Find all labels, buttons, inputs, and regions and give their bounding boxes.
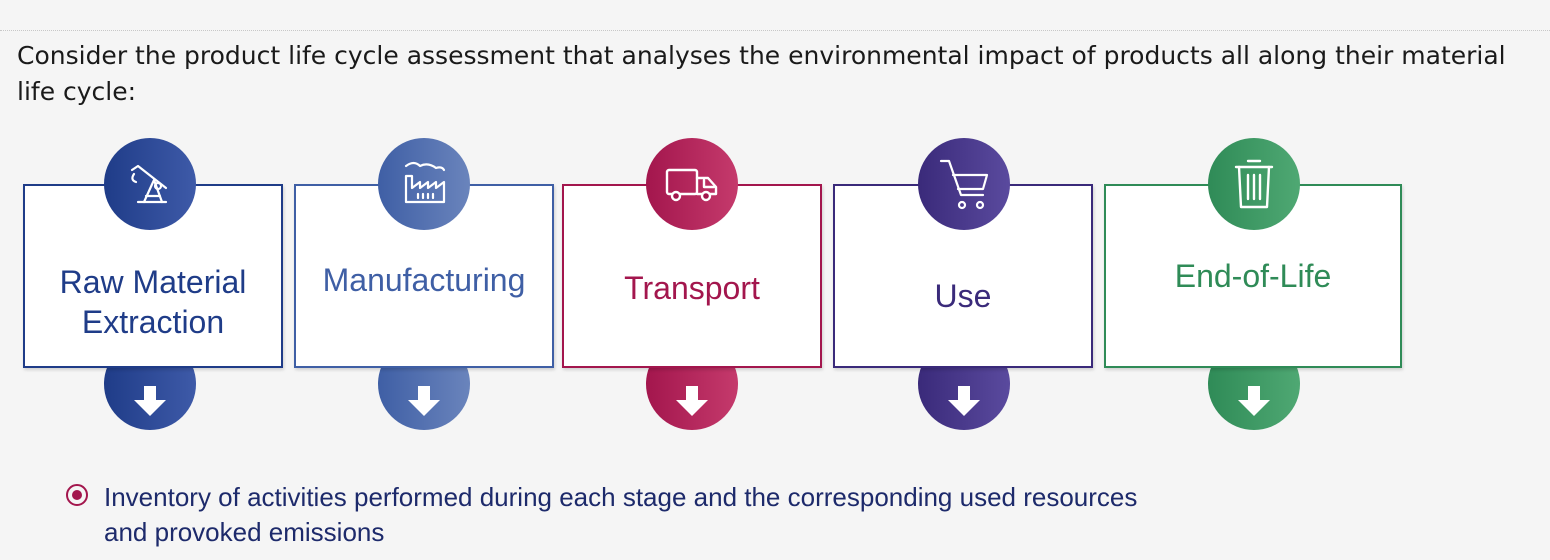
stage-end-of-life-circle [1208,138,1300,230]
stage-label-line: Use [934,278,992,314]
down-arrow-icon [672,382,712,422]
down-arrow-icon [944,382,984,422]
stage-manufacturing-label: Manufacturing [296,260,552,300]
oil-pump-icon [124,158,176,210]
shopping-cart-icon [935,155,993,213]
inventory-note: Inventory of activities performed during… [104,480,1304,550]
stage-use-label: Use [835,276,1091,316]
stage-manufacturing-circle [378,138,470,230]
stage-transport-circle [646,138,738,230]
down-arrow-icon [404,382,444,422]
radio-bullet-icon [66,484,88,506]
down-arrow-icon [130,382,170,422]
stage-end-of-life-box: End-of-Life [1104,184,1402,368]
stage-label-line: Extraction [81,304,225,340]
stage-transport-label: Transport [564,268,820,308]
inventory-note-line-2: and provoked emissions [104,517,385,547]
stage-end-of-life-label: End-of-Life [1106,256,1400,296]
stage-use-circle [918,138,1010,230]
question-text: Consider the product life cycle assessme… [17,41,1506,106]
stage-label-line: Raw Material [59,264,247,300]
stage-raw-material-extraction-circle [104,138,196,230]
trash-can-icon [1228,155,1280,213]
stage-label-line: Transport [624,270,760,306]
truck-icon [662,160,722,208]
inventory-note-line-1: Inventory of activities performed during… [104,482,1138,512]
stage-label-line: End-of-Life [1174,258,1332,294]
top-divider [0,30,1550,31]
stage-label-line: Manufacturing [322,262,526,298]
down-arrow-icon [1234,382,1274,422]
factory-icon [396,158,452,210]
